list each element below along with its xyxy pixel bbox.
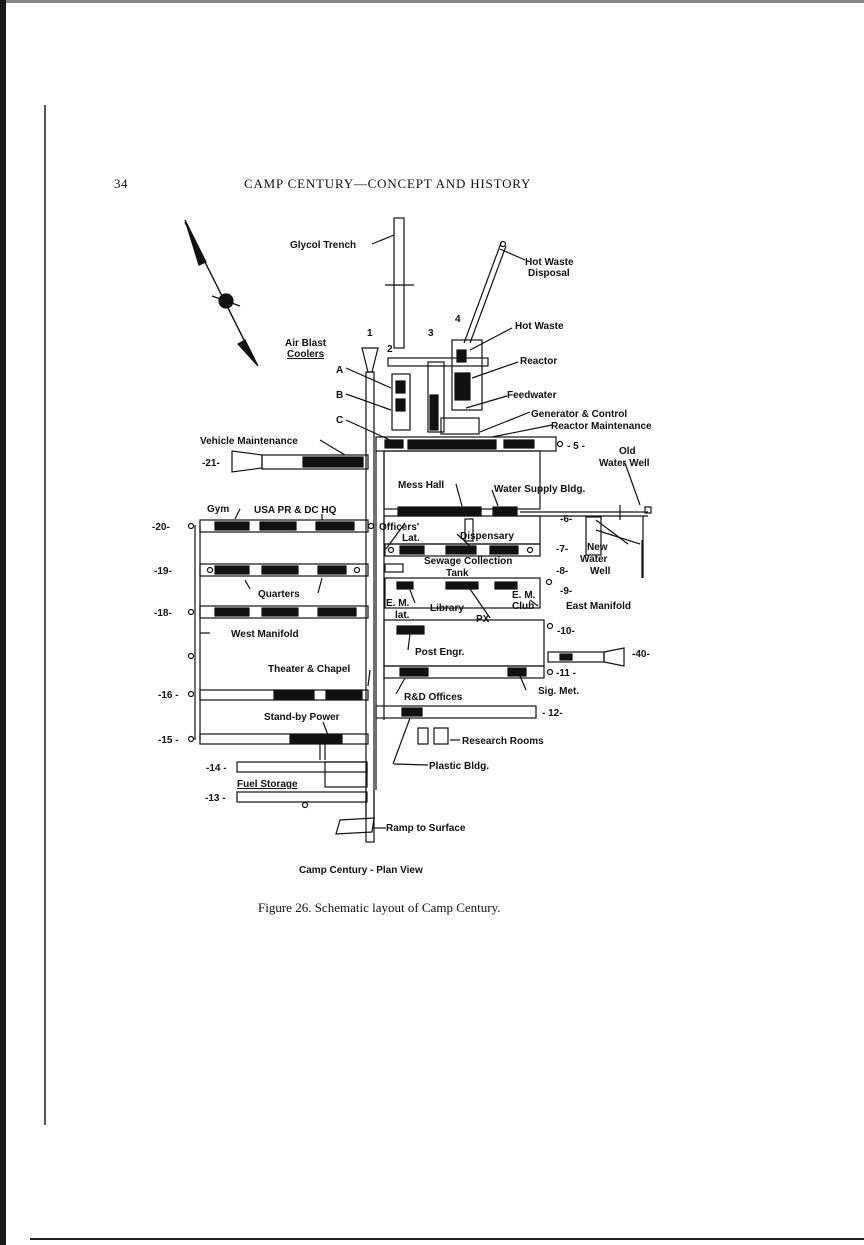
label-research-rooms: Research Rooms	[462, 736, 544, 747]
page-number: 34	[114, 176, 128, 191]
scan-edge-left	[0, 0, 6, 1245]
trench-19	[199, 563, 369, 577]
label-usa-pr: USA PR & DC HQ	[254, 505, 337, 516]
trench-number-8: -8-	[556, 566, 568, 577]
label-new-water-well-3: Well	[590, 566, 611, 577]
trench-number-12: - 12-	[542, 708, 563, 719]
label-feedwater: Feedwater	[507, 390, 557, 401]
north-arrow-icon	[184, 219, 259, 367]
label-reactor-maintenance: Reactor Maintenance	[551, 421, 652, 432]
label-cooler-a: A	[336, 365, 343, 376]
label-air-blast-1: Air Blast	[285, 338, 327, 349]
trench-number-6: -6-	[560, 514, 572, 525]
label-em-lat-1: E. M.	[386, 598, 410, 609]
label-reactor: Reactor	[520, 356, 557, 367]
trench-number-21: -21-	[202, 458, 220, 469]
label-em-club-2: Club	[512, 601, 534, 612]
label-west-manifold: West Manifold	[231, 629, 299, 640]
label-old-water-well-1: Old	[619, 446, 636, 457]
label-standby-power: Stand-by Power	[264, 712, 340, 723]
figure-caption: Figure 26. Schematic layout of Camp Cent…	[258, 900, 501, 915]
label-generator-control: Generator & Control	[531, 409, 627, 420]
label-vehicle-maintenance: Vehicle Maintenance	[200, 436, 298, 447]
trench-12	[375, 705, 537, 719]
label-sewage-1: Sewage Collection	[424, 556, 512, 567]
label-officers-lat-2: Lat.	[402, 533, 420, 544]
label-hot-waste-disposal-1: Hot Waste	[525, 257, 574, 268]
label-sewage-2: Tank	[446, 568, 469, 579]
label-theater-chapel: Theater & Chapel	[268, 664, 350, 675]
trench-number-11: -11 -	[556, 668, 576, 679]
feedwater-bldg	[440, 417, 480, 435]
trench-number-2: 2	[387, 344, 393, 355]
trench-number-16: -16 -	[158, 690, 179, 701]
label-gym: Gym	[207, 504, 229, 515]
label-library: Library	[430, 603, 464, 614]
trench-number-19: -19-	[154, 566, 172, 577]
trench-3	[427, 361, 445, 433]
trench-number-5: - 5 -	[567, 441, 585, 452]
label-plastic-bldg: Plastic Bldg.	[429, 761, 489, 772]
figure-title: Camp Century - Plan View	[299, 865, 423, 876]
label-px: PX	[476, 614, 490, 625]
trench-13	[236, 791, 368, 803]
scan-edge-top	[0, 0, 864, 3]
label-officers-lat-1: Officers'	[379, 522, 419, 533]
trench-number-18: -18-	[154, 608, 172, 619]
trench-15	[199, 733, 369, 745]
trench-number-15: -15 -	[158, 735, 179, 746]
label-air-blast-2: Coolers	[287, 349, 325, 360]
trench-7	[384, 543, 541, 557]
trench-11	[383, 665, 545, 679]
trench-number-40: -40-	[632, 649, 650, 660]
label-mess-hall: Mess Hall	[398, 480, 444, 491]
label-hot-waste: Hot Waste	[515, 321, 564, 332]
glycol-trench	[393, 217, 405, 349]
trench-number-4: 4	[455, 314, 461, 325]
trench-number-14: -14 -	[206, 763, 227, 774]
trench-14	[236, 761, 368, 773]
trench-number-13: -13 -	[205, 793, 226, 804]
scan-edge-bottom	[30, 1238, 864, 1240]
label-glycol-trench: Glycol Trench	[290, 240, 356, 251]
scan-binding-shadow	[44, 105, 46, 1125]
trench-number-10: -10-	[557, 626, 575, 637]
label-post-engr: Post Engr.	[415, 647, 465, 658]
label-east-manifold: East Manifold	[566, 601, 631, 612]
trench-number-9: -9-	[560, 586, 572, 597]
trench-number-7: -7-	[556, 544, 568, 555]
ramp-to-surface	[335, 817, 375, 835]
trench-number-3: 3	[428, 328, 434, 339]
label-ramp: Ramp to Surface	[386, 823, 466, 834]
label-fuel-storage: Fuel Storage	[237, 779, 298, 790]
label-cooler-c: C	[336, 415, 343, 426]
label-water-supply: Water Supply Bldg.	[494, 484, 586, 495]
label-hot-waste-disposal-2: Disposal	[528, 268, 570, 279]
label-old-water-well-2: Water Well	[599, 458, 650, 469]
cooler-bldg	[391, 373, 411, 431]
trench-number-1: 1	[367, 328, 373, 339]
trench-18	[199, 605, 369, 619]
label-new-water-well-2: Water	[580, 554, 608, 565]
label-sig-met: Sig. Met.	[538, 686, 579, 697]
label-new-water-well-1: New	[587, 542, 608, 553]
trench-16	[199, 689, 369, 701]
label-cooler-b: B	[336, 390, 343, 401]
label-em-lat-2: lat.	[395, 610, 410, 621]
trench-1-funnel	[361, 347, 379, 373]
label-quarters: Quarters	[258, 589, 300, 600]
trench-21	[261, 454, 369, 470]
label-rd-offices: R&D Offices	[404, 692, 463, 703]
running-head: CAMP CENTURY—CONCEPT AND HISTORY	[244, 176, 532, 191]
trench-number-20: -20-	[152, 522, 170, 533]
label-dispensary: Dispensary	[460, 531, 514, 542]
label-em-club-1: E. M.	[512, 590, 536, 601]
